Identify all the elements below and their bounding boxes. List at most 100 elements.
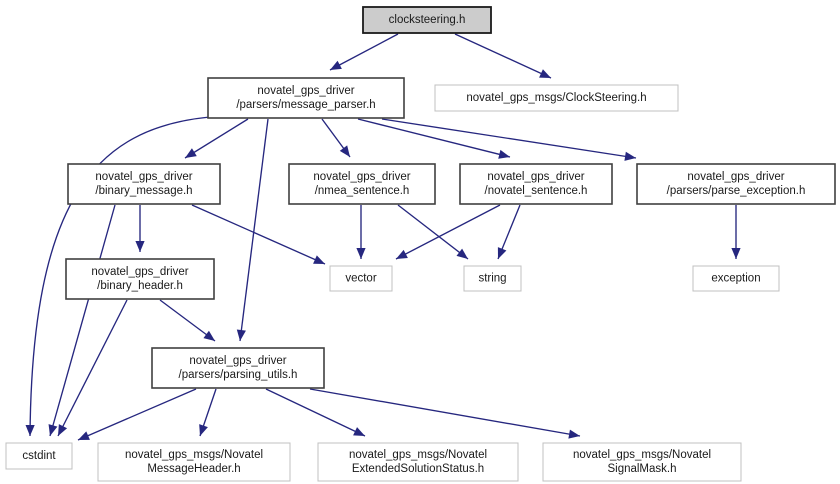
- edge-parsing_utils-to-novatel_message_header: [199, 388, 217, 437]
- arrowhead-icon: [624, 151, 636, 161]
- arrowhead-icon: [48, 424, 58, 436]
- node-label-line: cstdint: [22, 450, 56, 462]
- node-exception: exception: [692, 265, 780, 292]
- node-label-line: /parsers/parsing_utils.h: [179, 369, 298, 381]
- node-box[interactable]: [288, 163, 436, 205]
- node-label-line: /nmea_sentence.h: [315, 185, 410, 197]
- node-label-line: string: [478, 273, 506, 285]
- edge-binary_message-to-vector: [191, 204, 326, 265]
- node-box[interactable]: [67, 163, 221, 205]
- edge-novatel_sentence-to-vector: [395, 204, 501, 260]
- node-label-line: /parsers/parse_exception.h: [667, 185, 806, 197]
- edge-clocksteering-to-message_parser: [329, 33, 399, 71]
- node-label-line: novatel_gps_msgs/Novatel: [125, 449, 263, 461]
- edge-line: [57, 299, 128, 437]
- arrowhead-icon: [78, 431, 90, 440]
- edge-binary_header-to-cstdint: [57, 299, 128, 437]
- node-vector: vector: [329, 265, 393, 292]
- node-label-line: /novatel_sentence.h: [485, 185, 588, 197]
- edge-parse_exception-to-exception: [731, 205, 741, 259]
- edges-layer: [25, 33, 741, 441]
- arrowhead-icon: [58, 424, 68, 436]
- node-box[interactable]: [459, 163, 613, 205]
- edge-message_parser-to-novatel_sentence: [357, 118, 511, 159]
- arrowhead-icon: [25, 424, 35, 436]
- node-novatel_sentence[interactable]: novatel_gps_driver/novatel_sentence.h: [459, 163, 613, 205]
- node-box: [542, 442, 742, 482]
- node-binary_header[interactable]: novatel_gps_driver/binary_header.h: [65, 258, 215, 300]
- edge-line: [265, 388, 366, 437]
- arrowhead-icon: [330, 60, 342, 70]
- node-box: [692, 265, 780, 292]
- edge-binary_header-to-parsing_utils: [159, 299, 216, 342]
- edge-parsing_utils-to-novatel_extended_solution_status: [265, 388, 366, 437]
- edge-line: [239, 118, 269, 342]
- node-label-line: novatel_gps_driver: [313, 171, 410, 183]
- nodes-layer: clocksteering.h novatel_gps_driver/parser…: [5, 6, 836, 482]
- node-box: [317, 442, 519, 482]
- node-box: [5, 442, 73, 470]
- arrowhead-icon: [199, 424, 208, 436]
- arrowhead-icon: [135, 241, 145, 252]
- node-box[interactable]: [65, 258, 215, 300]
- edge-nmea_sentence-to-vector: [356, 205, 366, 259]
- edge-binary_message-to-binary_header: [135, 205, 145, 252]
- arrowhead-icon: [731, 248, 741, 259]
- edge-line: [395, 204, 501, 260]
- edge-message_parser-to-nmea_sentence: [321, 118, 351, 158]
- node-clocksteering_msg: novatel_gps_msgs/ClockSteering.h: [434, 84, 679, 112]
- edge-line: [397, 204, 469, 260]
- edge-line: [159, 299, 216, 342]
- node-label-line: novatel_gps_msgs/Novatel: [573, 449, 711, 461]
- edge-clocksteering-to-clocksteering_msg: [454, 33, 552, 79]
- arrowhead-icon: [203, 330, 215, 341]
- node-message_parser[interactable]: novatel_gps_driver/parsers/message_parse…: [207, 77, 405, 119]
- arrowhead-icon: [356, 248, 366, 259]
- node-label-line: SignalMask.h: [607, 463, 676, 475]
- edge-nmea_sentence-to-string: [397, 204, 469, 260]
- edge-message_parser-to-parsing_utils: [236, 118, 269, 342]
- edge-line: [381, 118, 637, 159]
- node-label-line: ExtendedSolutionStatus.h: [352, 463, 484, 475]
- edge-line: [191, 204, 326, 265]
- arrowhead-icon: [568, 429, 580, 439]
- arrowhead-icon: [539, 69, 551, 78]
- node-clocksteering[interactable]: clocksteering.h: [362, 6, 492, 34]
- edge-binary_message-to-cstdint: [48, 204, 116, 437]
- node-label-line: novatel_gps_driver: [91, 266, 188, 278]
- node-parsing_utils[interactable]: novatel_gps_driver/parsers/parsing_utils…: [151, 347, 325, 389]
- node-label-line: clocksteering.h: [389, 14, 466, 26]
- node-box[interactable]: [151, 347, 325, 389]
- node-novatel_extended_solution_status: novatel_gps_msgs/NovatelExtendedSolution…: [317, 442, 519, 482]
- node-label-line: novatel_gps_driver: [687, 171, 784, 183]
- edge-line: [309, 388, 581, 437]
- node-box: [463, 265, 522, 292]
- edge-line: [357, 118, 511, 158]
- node-box[interactable]: [362, 6, 492, 34]
- node-label-line: novatel_gps_driver: [189, 355, 286, 367]
- node-label-line: /binary_header.h: [97, 280, 183, 292]
- node-parse_exception[interactable]: novatel_gps_driver/parsers/parse_excepti…: [636, 163, 836, 205]
- arrowhead-icon: [497, 247, 507, 259]
- node-binary_message[interactable]: novatel_gps_driver/binary_message.h: [67, 163, 221, 205]
- node-label-line: /binary_message.h: [95, 185, 192, 197]
- edge-line: [329, 33, 399, 71]
- node-label-line: MessageHeader.h: [147, 463, 240, 475]
- node-label-line: novatel_gps_msgs/ClockSteering.h: [466, 92, 646, 104]
- node-label-line: /parsers/message_parser.h: [236, 99, 375, 111]
- node-label-line: novatel_gps_msgs/Novatel: [349, 449, 487, 461]
- node-box: [97, 442, 291, 482]
- arrowhead-icon: [313, 255, 325, 264]
- edge-parsing_utils-to-novatel_signal_mask: [309, 388, 581, 439]
- edge-line: [454, 33, 552, 79]
- node-cstdint: cstdint: [5, 442, 73, 470]
- edge-message_parser-to-binary_message: [184, 118, 249, 159]
- edge-line: [49, 204, 116, 437]
- node-box: [329, 265, 393, 292]
- node-box[interactable]: [636, 163, 836, 205]
- node-nmea_sentence[interactable]: novatel_gps_driver/nmea_sentence.h: [288, 163, 436, 205]
- node-box[interactable]: [207, 77, 405, 119]
